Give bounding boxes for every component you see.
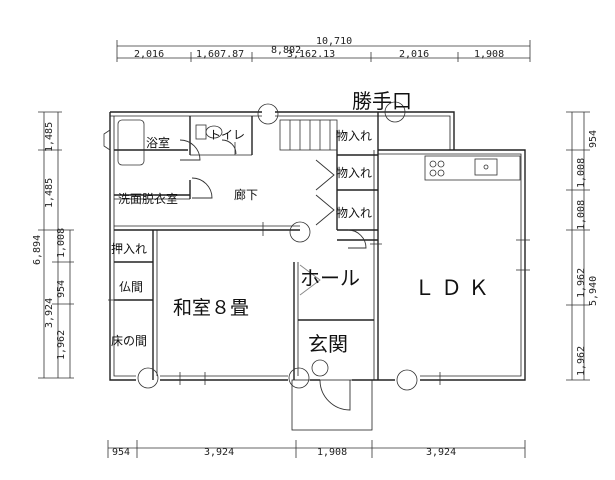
room-label-closet-3: 物入れ	[336, 206, 372, 220]
columns	[137, 101, 418, 391]
dim-left-4: 1,962	[56, 330, 67, 360]
room-label-washroom: 洗面脱衣室	[118, 191, 178, 206]
room-label-ldk: ＬＤＫ	[414, 276, 495, 300]
staircase	[279, 119, 338, 151]
dim-bottom-3: 1,908	[317, 447, 347, 458]
toilet-fixture	[195, 124, 223, 140]
label-back-door: 勝手口	[352, 89, 412, 113]
room-label-genkan: 玄関	[308, 332, 348, 356]
window-marks	[108, 142, 530, 385]
dim-right-4: 1,962	[576, 268, 587, 298]
dim-top-5: 1,908	[474, 49, 504, 60]
bathtub	[103, 119, 145, 166]
dim-right-1: 954	[588, 130, 599, 148]
room-label-hall: ホール	[300, 266, 360, 290]
room-label-closet-1: 物入れ	[336, 129, 372, 143]
dim-top-3: 3,162.13	[287, 49, 335, 60]
dim-left-3: 3,924	[44, 298, 55, 328]
dim-top-1: 2,016	[134, 49, 164, 60]
room-label-butsuma: 仏間	[119, 280, 143, 294]
right-dimensions: 954 1,008 1,008 1,962 1,962 5,940	[566, 111, 599, 381]
room-label-closet-2: 物入れ	[336, 166, 372, 180]
dim-total-width: 10,710	[316, 36, 352, 47]
top-dimensions: 10,710 8,802 2,016 1,607.87 3,162.13 2,0…	[116, 36, 531, 62]
walls	[109, 111, 526, 381]
left-dimensions: 1,485 1,485 6,894 3,924 1,962 1,008 954	[32, 111, 74, 379]
room-labels: 浴室 トイレ 洗面脱衣室 廊下 物入れ 物入れ 物入れ 勝手口 押入れ 仏間 床…	[111, 89, 495, 356]
dim-right-3: 1,008	[576, 200, 587, 230]
dim-right-5: 1,962	[576, 346, 587, 376]
dim-sub-width: 8,802	[271, 45, 301, 56]
room-label-bath: 浴室	[146, 135, 170, 150]
dim-left-total: 6,894	[32, 235, 43, 265]
dim-bottom-4: 3,924	[426, 447, 456, 458]
room-label-toilet: トイレ	[209, 128, 245, 142]
dim-right-2: 1,008	[576, 158, 587, 188]
room-label-oshiire: 押入れ	[111, 242, 147, 256]
dim-right-total: 5,940	[588, 276, 599, 306]
room-label-washitsu: 和室８畳	[173, 297, 249, 319]
dim-left-2: 1,485	[44, 178, 55, 208]
dim-left-5: 1,008	[56, 228, 67, 258]
dim-left-6: 954	[56, 280, 67, 298]
bottom-dimensions: 954 3,924 1,908 3,924	[107, 440, 526, 458]
room-label-tokonoma: 床の間	[111, 334, 147, 348]
kitchen-counter	[424, 155, 521, 181]
dim-top-4: 2,016	[399, 49, 429, 60]
doors	[179, 139, 373, 431]
dim-top-2: 1,607.87	[196, 49, 244, 60]
room-label-hallway: 廊下	[234, 187, 258, 202]
dim-bottom-1: 954	[112, 447, 130, 458]
dim-bottom-2: 3,924	[204, 447, 234, 458]
dim-left-1: 1,485	[44, 122, 55, 152]
